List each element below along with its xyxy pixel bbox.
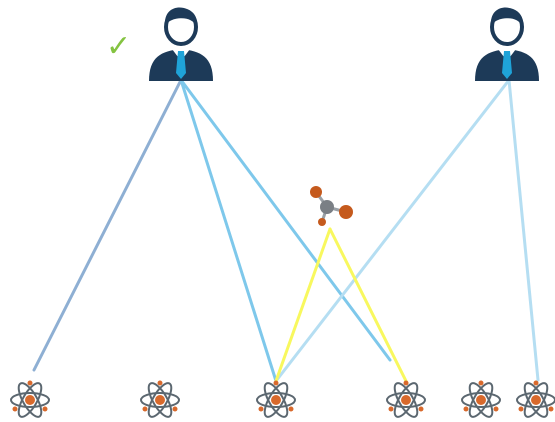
link-molecule-1-to-atom-4: [328, 227, 409, 385]
link-person-1-to-atom-4: [179, 78, 392, 362]
links-layer: [32, 78, 540, 385]
selected-check-icon: ✓: [106, 29, 132, 64]
atom-3-atom-icon[interactable]: [256, 380, 296, 420]
atom-2-atom-icon[interactable]: [140, 380, 180, 420]
atom-4-atom-icon[interactable]: [386, 380, 426, 420]
link-molecule-1-to-atom-3: [274, 227, 332, 383]
atom-1-atom-icon[interactable]: [10, 380, 50, 420]
person-1-businessman-icon[interactable]: [149, 7, 213, 81]
link-person-2-to-atom-6: [507, 78, 540, 382]
atom-5-atom-icon[interactable]: [461, 380, 501, 420]
link-person-1-to-atom-3: [179, 78, 278, 383]
link-person-2-to-atom-3: [274, 78, 511, 383]
nodes-layer: [10, 7, 555, 420]
atom-6-atom-icon[interactable]: [516, 380, 555, 420]
molecule-1-molecule-icon[interactable]: [310, 186, 353, 226]
link-person-1-to-atom-1: [32, 78, 183, 372]
person-2-businessman-icon[interactable]: [475, 7, 539, 81]
